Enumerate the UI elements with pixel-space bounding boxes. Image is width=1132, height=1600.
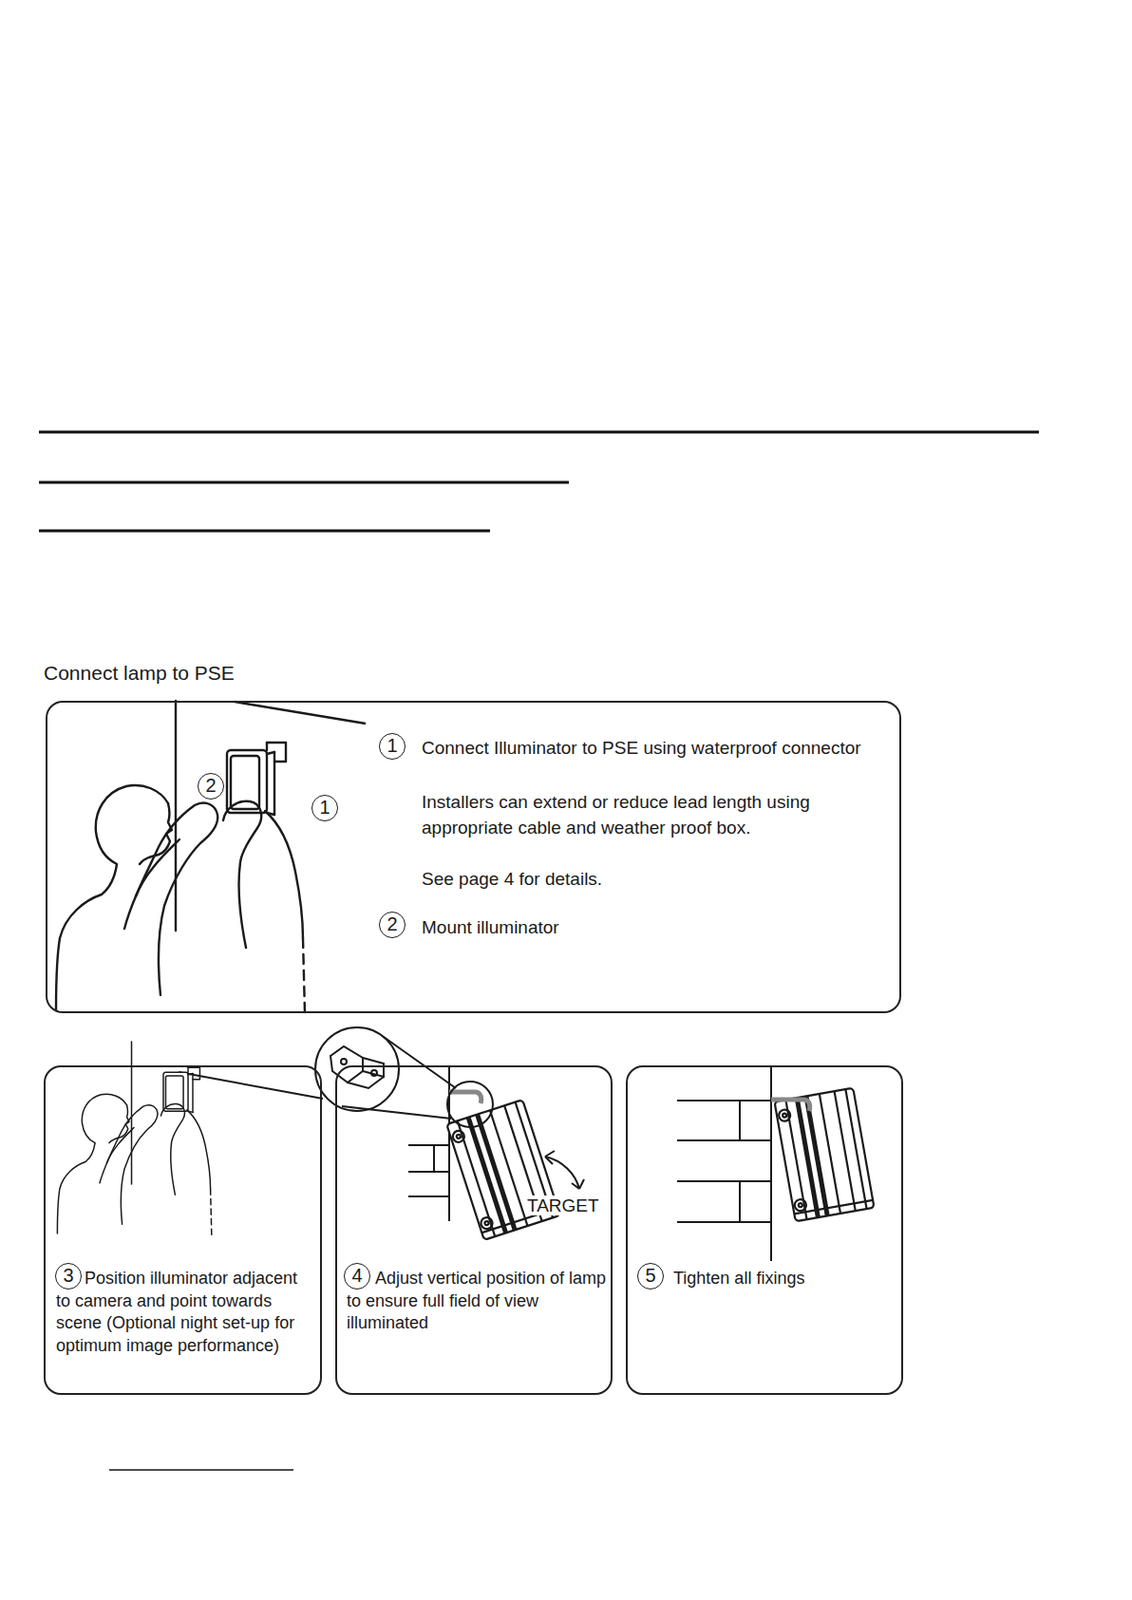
- step-panel: Connect Illuminator to PSE using waterpr…: [45, 700, 902, 1014]
- callout-number: 2: [197, 773, 225, 800]
- callout-number: 2: [378, 911, 406, 939]
- step-text: Mount illuminator: [421, 914, 868, 941]
- step-text: Position illuminator adjacent to camera …: [56, 1267, 317, 1358]
- callout-number: 5: [637, 1263, 664, 1290]
- step-panel: Adjust vertical position of lamp to ensu…: [335, 1065, 613, 1396]
- step-text: Connect Illuminator to PSE using waterpr…: [421, 735, 868, 761]
- step-text: See page 4 for details.: [421, 866, 868, 892]
- callout-number: 3: [55, 1263, 82, 1290]
- step-text: Tighten all fixings: [673, 1267, 896, 1291]
- target-label: TARGET: [525, 1195, 602, 1216]
- step-panel: Position illuminator adjacent to camera …: [43, 1065, 322, 1396]
- step-text: Installers can extend or reduce lead len…: [421, 789, 868, 841]
- callout-number: 4: [343, 1263, 371, 1290]
- section-heading: Connect lamp to PSE: [43, 661, 235, 685]
- callout-number: 1: [378, 733, 406, 760]
- step-text: Adjust vertical position of lamp to ensu…: [346, 1267, 607, 1336]
- step-panel: Tighten all fixings: [625, 1065, 904, 1396]
- callout-number: 1: [311, 794, 339, 822]
